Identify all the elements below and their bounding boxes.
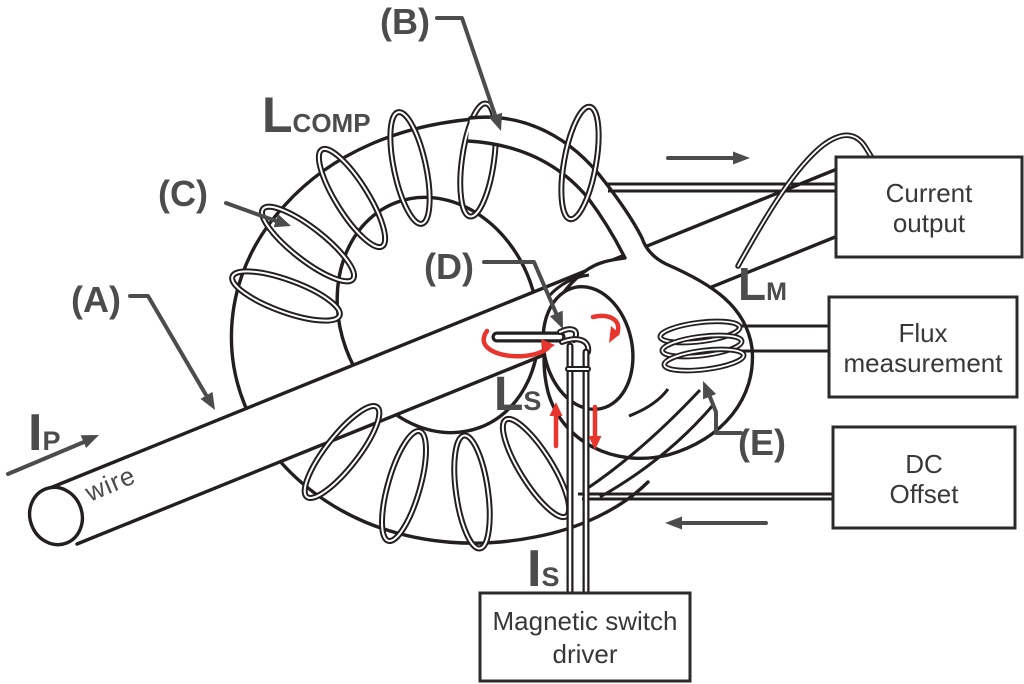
wire-end-cap <box>27 485 85 547</box>
callout-leaders <box>6 16 768 530</box>
callout-e-arrow <box>703 381 743 435</box>
callout-d-arrow <box>482 260 563 329</box>
connector-current-output <box>606 132 875 269</box>
magnetic-switch-driver-box: Magnetic switch driver <box>478 591 692 683</box>
sensing-head-detail-arc-bottom <box>628 388 670 418</box>
flux-measurement-line2: measurement <box>844 348 1004 378</box>
dc-offset-box: DC Offset <box>831 425 1017 530</box>
magnetic-switch-driver-line1: Magnetic switch <box>493 606 678 636</box>
diagram-labels: (A) (B) (C) (D) (E) LCOMP LS LM IP IS <box>28 1 787 598</box>
current-output-line1: Current <box>886 178 973 208</box>
callout-c-arrow <box>224 201 291 228</box>
excitation-arrows <box>481 313 621 450</box>
callout-b-arrow <box>435 16 503 131</box>
switch-drive-wires <box>565 342 591 596</box>
i-p-label: IP <box>28 404 60 462</box>
callout-e-label: (E) <box>738 422 786 463</box>
callout-b-label: (B) <box>380 1 430 42</box>
callout-a-arrow <box>128 294 215 410</box>
flux-measurement-box: Flux measurement <box>827 295 1019 399</box>
l-m-label: LM <box>738 258 787 310</box>
core-inner-hole <box>335 195 541 435</box>
sense-element <box>491 326 592 596</box>
callout-c-label: (C) <box>158 173 208 214</box>
current-direction-arrow-top <box>666 151 750 165</box>
l-s-label: LS <box>494 368 541 421</box>
primary-current-arrow <box>6 435 99 476</box>
rotation-arrow-right <box>590 313 621 337</box>
sensing-head-detail-arc-top <box>547 273 590 298</box>
callout-d-label: (D) <box>424 246 474 287</box>
callout-a-label: (A) <box>71 279 121 320</box>
flux-measurement-line1: Flux <box>898 318 947 348</box>
connector-dc-offset <box>578 492 833 501</box>
connector-flux-measurement <box>736 324 829 353</box>
dc-offset-line1: DC <box>905 449 943 479</box>
current-output-line2: output <box>893 208 966 238</box>
l-comp-label: LCOMP <box>262 87 371 143</box>
dc-offset-line2: Offset <box>890 479 960 509</box>
i-s-label: IS <box>527 540 559 598</box>
dc-offset-leads <box>584 388 716 499</box>
current-output-box: Current output <box>834 155 1024 259</box>
current-direction-arrow-bottom <box>665 516 768 530</box>
magnetic-switch-driver-line2: driver <box>552 639 617 669</box>
rotation-arrow-left <box>481 328 551 359</box>
